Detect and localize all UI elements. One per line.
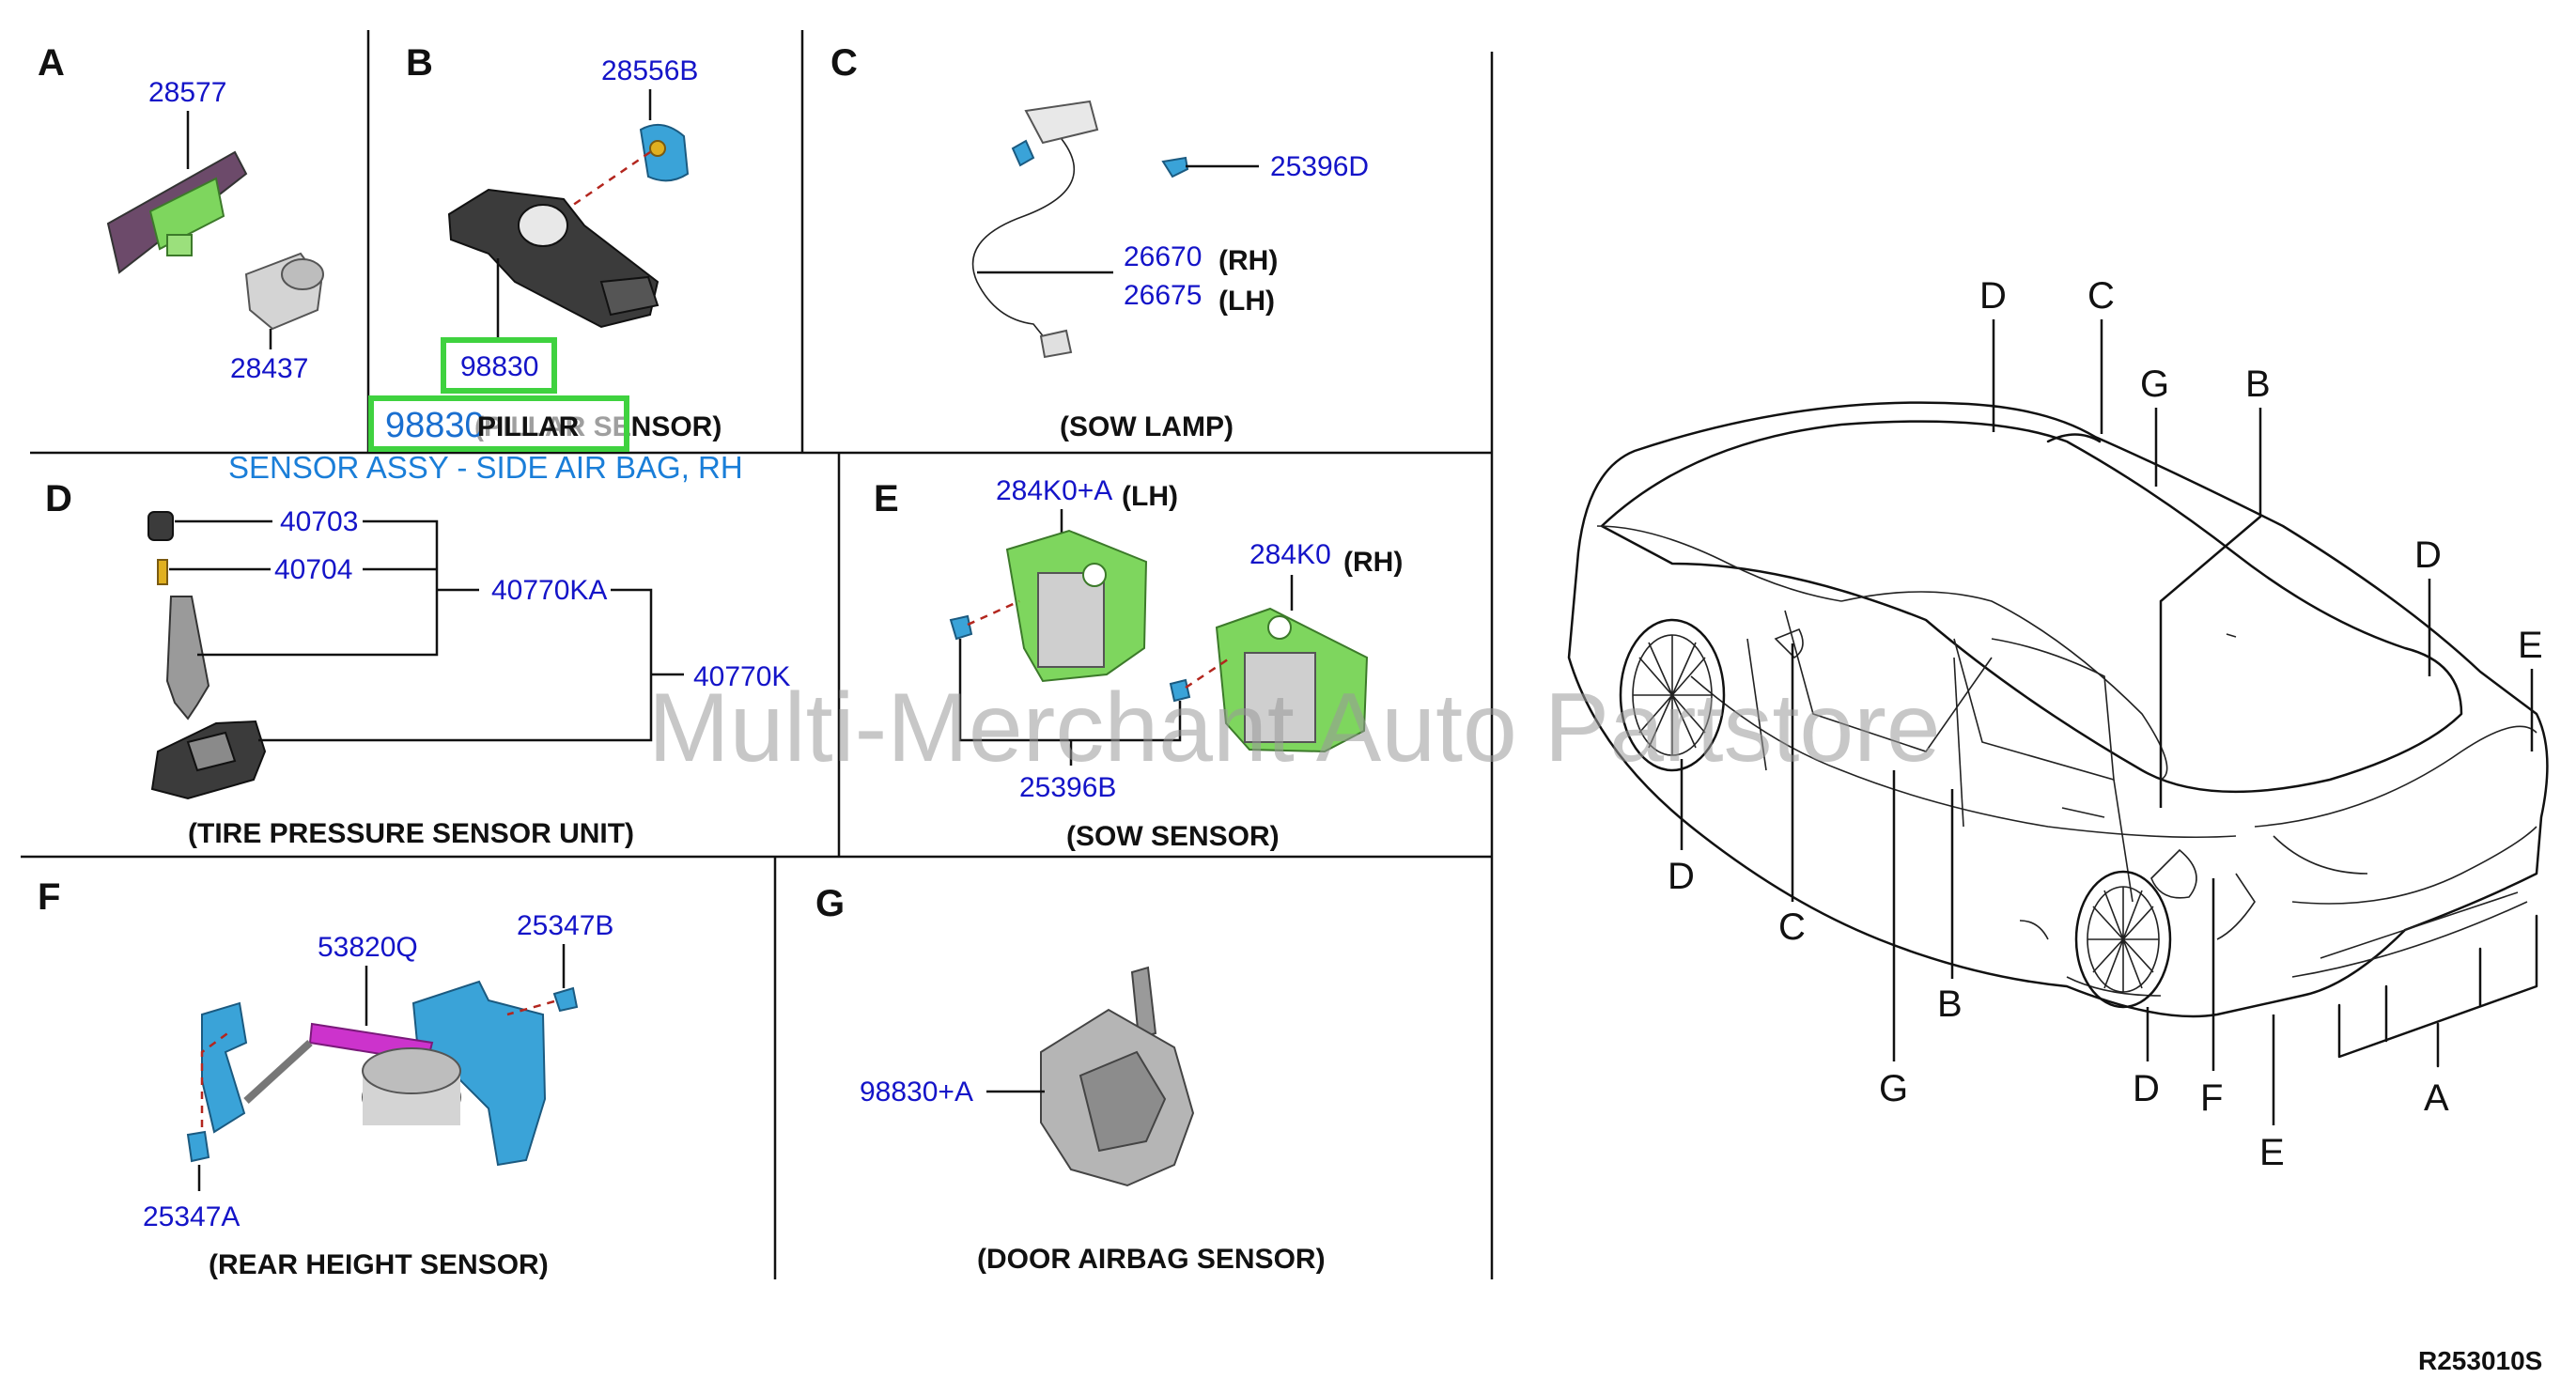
part-40704[interactable]: 40704 — [274, 554, 352, 585]
part-25347a[interactable]: 25347A — [143, 1201, 240, 1232]
rear-wheel — [2074, 870, 2172, 1009]
side-lh-e: (LH) — [1122, 481, 1178, 512]
callout-e-right: E — [2518, 625, 2543, 666]
part-image-98830 — [447, 188, 660, 329]
side-lh-c: (LH) — [1218, 286, 1275, 317]
diagram-reference: R253010S — [2418, 1346, 2542, 1375]
section-b: B 28556B 98830 (PILLAR SENSOR) — [406, 42, 722, 442]
part-image-98830a — [1040, 966, 1195, 1187]
part-26675[interactable]: 26675 — [1124, 280, 1202, 311]
highlight-box-label — [368, 395, 629, 452]
part-40770ka[interactable]: 40770KA — [491, 575, 607, 606]
car-illustration — [1567, 401, 2549, 1068]
section-letter-d: D — [45, 478, 72, 519]
section-c: C 25396D 26670 (RH) 26675 (LH) (SOW LAMP… — [830, 42, 1369, 442]
part-image-28577 — [106, 150, 248, 274]
highlight-overlay: 98830 PILLAR SENSOR ASSY - SIDE AIR BAG,… — [228, 395, 743, 485]
part-284k0a[interactable]: 284K0+A — [996, 475, 1112, 506]
callout-d-roof: D — [1979, 275, 2007, 317]
callout-g-top: G — [2140, 364, 2169, 405]
part-image-28556b — [639, 123, 690, 182]
part-25396b[interactable]: 25396B — [1019, 772, 1116, 803]
section-letter-e: E — [874, 478, 899, 519]
callout-d-rear: D — [2414, 534, 2442, 576]
part-98830a[interactable]: 98830+A — [860, 1076, 973, 1107]
section-f: F 53820Q 25347B 25347A (REAR HEIGHT SENS… — [38, 876, 613, 1280]
side-rh-c: (RH) — [1218, 245, 1278, 276]
watermark: Multi-Merchant Auto Partstore — [648, 674, 1941, 782]
highlight-box-part — [441, 337, 557, 394]
section-d: D 40703 40704 40770KA 40770K (TIRE PRESS… — [45, 478, 790, 849]
front-wheel — [1619, 618, 1726, 772]
caption-sow-lamp: (SOW LAMP) — [1060, 411, 1234, 442]
callout-g-lower: G — [1879, 1068, 1908, 1109]
part-98830[interactable]: 98830 — [460, 351, 538, 382]
callout-c-mirror: C — [2087, 275, 2115, 317]
part-26670[interactable]: 26670 — [1124, 241, 1202, 272]
highlight-label-name: PILLAR — [477, 411, 580, 442]
part-53820q[interactable]: 53820Q — [318, 932, 418, 963]
section-letter-f: F — [38, 876, 60, 918]
part-28437[interactable]: 28437 — [230, 353, 308, 384]
highlight-description: SENSOR ASSY - SIDE AIR BAG, RH — [228, 450, 743, 485]
section-g: G 98830+A (DOOR AIRBAG SENSOR) — [815, 883, 1326, 1275]
callout-d-rear-wheel: D — [2133, 1068, 2160, 1109]
callout-b-lower: B — [1937, 984, 1963, 1025]
part-25396d[interactable]: 25396D — [1270, 151, 1369, 182]
part-28556b[interactable]: 28556B — [601, 55, 698, 86]
caption-rear-height: (REAR HEIGHT SENSOR) — [209, 1249, 549, 1280]
part-284k0[interactable]: 284K0 — [1249, 539, 1331, 570]
callout-b-top: B — [2245, 364, 2271, 405]
part-40703[interactable]: 40703 — [280, 506, 358, 537]
part-40770k[interactable]: 40770K — [693, 661, 790, 692]
callout-a: A — [2424, 1077, 2449, 1119]
part-image-28437 — [244, 252, 324, 331]
part-image-tpms — [147, 511, 267, 800]
bolt-25396b-right — [1169, 678, 1191, 703]
part-image-53820q — [186, 980, 579, 1167]
part-image-284k0 — [1215, 607, 1369, 753]
section-e: E 284K0+A (LH) 284K0 (RH) 25396B (SOW SE… — [874, 475, 1403, 852]
section-letter-g: G — [815, 883, 845, 924]
part-25347b[interactable]: 25347B — [517, 910, 613, 941]
section-a: A 28577 28437 — [38, 42, 324, 384]
part-image-284k0a — [1005, 529, 1148, 683]
callout-f: F — [2200, 1077, 2223, 1119]
caption-door-airbag: (DOOR AIRBAG SENSOR) — [977, 1244, 1326, 1275]
callout-e-lower: E — [2259, 1132, 2285, 1173]
part-image-sow-lamp — [971, 100, 1189, 359]
section-letter-c: C — [830, 42, 858, 84]
bolt-25396b-left — [949, 614, 973, 641]
caption-sow-sensor: (SOW SENSOR) — [1066, 821, 1280, 852]
section-letter-a: A — [38, 42, 65, 84]
highlight-label-number: 98830 — [385, 406, 485, 445]
caption-tire-pressure: (TIRE PRESSURE SENSOR UNIT) — [188, 818, 634, 849]
side-rh-e: (RH) — [1343, 547, 1403, 578]
car-callouts: D C G B D E D C G B D F E A — [1668, 275, 2543, 1173]
callout-d-front-wheel: D — [1668, 856, 1695, 897]
grid-lines — [21, 30, 1494, 1279]
part-28577[interactable]: 28577 — [148, 77, 226, 108]
callout-c-lower: C — [1778, 906, 1806, 948]
section-letter-b: B — [406, 42, 433, 84]
